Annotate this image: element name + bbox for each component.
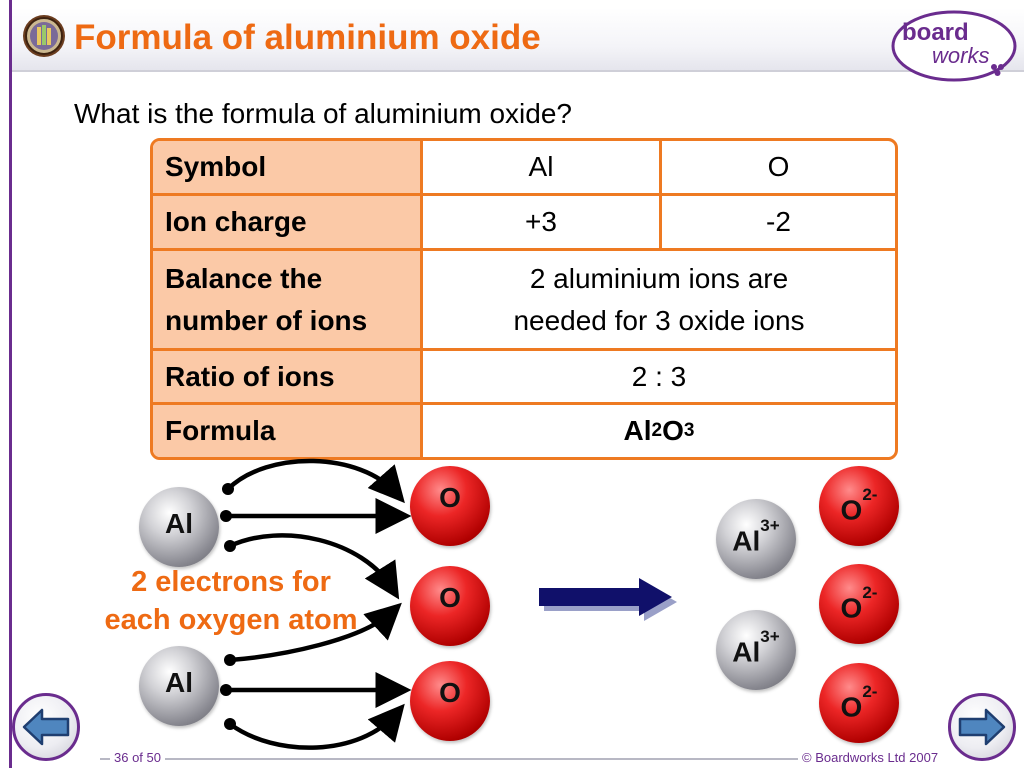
table-row-balance: Balance the number of ions 2 aluminium i…: [153, 251, 895, 351]
table-row-symbol: Symbol Al O: [153, 141, 895, 196]
row-label-ratio: Ratio of ions: [153, 351, 423, 402]
row-label-symbol: Symbol: [153, 141, 423, 193]
al-ion: Al3+: [716, 499, 796, 579]
logo-board: board: [902, 19, 969, 46]
next-slide-button[interactable]: [948, 693, 1016, 761]
row-label-charge: Ion charge: [153, 196, 423, 248]
o-atom: O: [410, 466, 490, 546]
cell-symbol-o: O: [659, 141, 895, 193]
left-border-rule: [9, 0, 12, 768]
arrow-right-icon: [958, 708, 1006, 746]
balance-text-line2: needed for 3 oxide ions: [513, 304, 805, 336]
formula-al-subscript: 2: [651, 420, 663, 441]
oxide-ion: O2-: [819, 564, 899, 644]
table-row-charge: Ion charge +3 -2: [153, 196, 895, 251]
oxide-ion: O2-: [819, 663, 899, 743]
header-divider: [12, 70, 1024, 72]
electron-note-line1: 2 electrons for: [131, 566, 331, 598]
electron-note-line2: each oxygen atom: [104, 604, 358, 636]
header-band: [12, 8, 1024, 72]
footer-divider: [100, 758, 926, 760]
cell-ratio: 2 : 3: [631, 360, 687, 392]
balance-text-line1: 2 aluminium ions are: [529, 262, 789, 294]
o-atom: O: [410, 661, 490, 741]
copyright: © Boardworks Ltd 2007: [798, 750, 943, 765]
slide-counter: 36 of 50: [110, 750, 165, 765]
row-label-balance-line2: number of ions: [165, 304, 368, 336]
arrow-left-icon: [22, 708, 70, 746]
formula-o-subscript: 3: [683, 420, 695, 441]
cell-charge-o: -2: [659, 196, 895, 248]
cell-symbol-al: Al: [528, 151, 554, 182]
al-atom: Al: [139, 646, 219, 726]
formula-al: Al: [623, 415, 652, 446]
table-row-ratio: Ratio of ions 2 : 3: [153, 351, 895, 405]
row-label-balance: Balance the number of ions: [153, 251, 423, 348]
row-label-formula: Formula: [153, 405, 423, 457]
slide-title: Formula of aluminium oxide: [74, 18, 541, 57]
o-atom: O: [410, 566, 490, 646]
boardworks-logo: board works: [891, 10, 1017, 82]
previous-slide-button[interactable]: [12, 693, 80, 761]
al-atom: Al: [139, 487, 219, 567]
formula-o: O: [662, 415, 684, 446]
electron-note: 2 electrons for each oxygen atom: [76, 563, 386, 639]
logo-works: works: [932, 43, 989, 68]
ion-table: Symbol Al O Ion charge +3 -2 Balance the…: [150, 138, 898, 460]
cell-balance-text: 2 aluminium ions are needed for 3 oxide …: [423, 251, 895, 348]
al-ion: Al3+: [716, 610, 796, 690]
ornate-emblem-icon[interactable]: [22, 14, 66, 58]
question-text: What is the formula of aluminium oxide?: [74, 98, 572, 129]
oxide-ion: O2-: [819, 466, 899, 546]
cell-charge-al: +3: [525, 206, 557, 237]
row-label-balance-line1: Balance the: [165, 262, 323, 294]
